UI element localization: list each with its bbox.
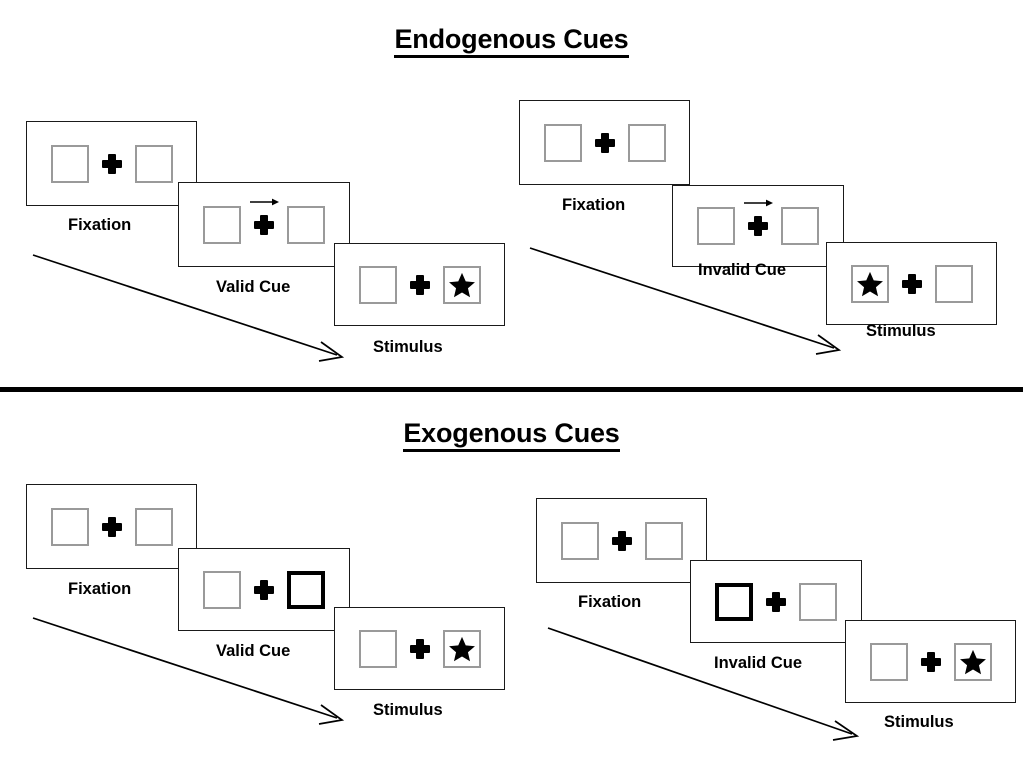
card-label-endogenous-valid-cue: Valid Cue <box>216 278 291 296</box>
slot-left <box>203 570 241 609</box>
slot-right <box>627 123 666 162</box>
card-label-endogenous-valid-fixation: Fixation <box>68 216 132 234</box>
card-exogenous-valid-cue <box>178 548 350 631</box>
card-inner <box>203 570 325 609</box>
card-inner <box>543 123 666 162</box>
star-icon <box>448 636 475 661</box>
plus-cross-icon <box>250 198 279 237</box>
slot-left <box>869 642 908 681</box>
card-inner <box>203 198 325 244</box>
slot-right-cued <box>287 570 325 609</box>
card-endogenous-invalid-cue <box>672 185 844 267</box>
slot-right <box>134 507 173 546</box>
card-label-exogenous-invalid-stimulus: Stimulus <box>884 713 954 731</box>
card-endogenous-invalid-fixation <box>519 100 690 185</box>
right-arrow-icon <box>250 198 279 205</box>
slot-right <box>781 207 819 245</box>
card-exogenous-invalid-stimulus <box>845 620 1016 703</box>
slot-right <box>799 582 837 621</box>
slot-left-cued <box>715 582 753 621</box>
slot-right <box>287 205 325 244</box>
card-label-exogenous-valid-cue: Valid Cue <box>216 642 291 660</box>
slot-left <box>358 629 397 668</box>
slot-right <box>934 264 973 303</box>
card-label-endogenous-invalid-cue: Invalid Cue <box>698 261 787 279</box>
card-exogenous-valid-fixation <box>26 484 197 569</box>
card-label-endogenous-valid-stimulus: Stimulus <box>373 338 443 356</box>
slot-left <box>560 521 599 560</box>
slot-left <box>697 207 735 245</box>
card-exogenous-valid-stimulus <box>334 607 505 690</box>
card-label-endogenous-invalid-stimulus: Stimulus <box>866 322 936 340</box>
card-exogenous-invalid-cue <box>690 560 862 643</box>
section-title-exogenous: Exogenous Cues <box>0 418 1023 453</box>
slot-right-with-star <box>442 629 481 668</box>
card-endogenous-valid-stimulus <box>334 243 505 326</box>
card-exogenous-invalid-fixation <box>536 498 707 583</box>
slot-right-with-star <box>442 265 481 304</box>
slot-right <box>644 521 683 560</box>
plus-cross-icon <box>764 590 788 614</box>
card-inner <box>358 265 481 304</box>
card-inner <box>560 521 683 560</box>
card-inner <box>697 199 819 245</box>
slot-left <box>543 123 582 162</box>
slot-left <box>358 265 397 304</box>
plus-cross-icon <box>252 578 276 602</box>
card-inner <box>50 144 173 183</box>
plus-cross-icon <box>100 152 124 176</box>
section-divider <box>0 387 1023 392</box>
right-arrow-icon <box>744 199 773 207</box>
plus-cross-icon <box>408 273 432 297</box>
section-title-exogenous-text: Exogenous Cues <box>403 418 620 453</box>
card-endogenous-invalid-stimulus <box>826 242 997 325</box>
card-endogenous-valid-cue <box>178 182 350 267</box>
card-label-endogenous-invalid-fixation: Fixation <box>562 196 626 214</box>
plus-cross-icon <box>100 515 124 539</box>
card-label-exogenous-invalid-fixation: Fixation <box>578 593 642 611</box>
plus-cross-icon <box>593 131 617 155</box>
slot-right <box>134 144 173 183</box>
star-icon <box>448 272 475 297</box>
card-label-exogenous-valid-fixation: Fixation <box>68 580 132 598</box>
section-title-endogenous-text: Endogenous Cues <box>394 24 629 59</box>
slot-right-with-star <box>953 642 992 681</box>
star-icon <box>856 271 883 296</box>
slot-left-with-star <box>850 264 889 303</box>
card-inner <box>850 264 973 303</box>
plus-cross-icon <box>610 529 634 553</box>
plus-cross-icon <box>408 637 432 661</box>
card-label-exogenous-valid-stimulus: Stimulus <box>373 701 443 719</box>
card-label-exogenous-invalid-cue: Invalid Cue <box>714 654 803 672</box>
plus-cross-icon <box>919 650 943 674</box>
slot-left <box>50 507 89 546</box>
plus-cross-icon <box>900 272 924 296</box>
card-inner <box>869 642 992 681</box>
plus-cross-icon <box>744 199 773 238</box>
card-inner <box>358 629 481 668</box>
section-title-endogenous: Endogenous Cues <box>0 24 1023 59</box>
slot-left <box>203 205 241 244</box>
card-inner <box>50 507 173 546</box>
star-icon <box>959 649 986 674</box>
card-endogenous-valid-fixation <box>26 121 197 206</box>
slot-left <box>50 144 89 183</box>
card-inner <box>715 582 837 621</box>
